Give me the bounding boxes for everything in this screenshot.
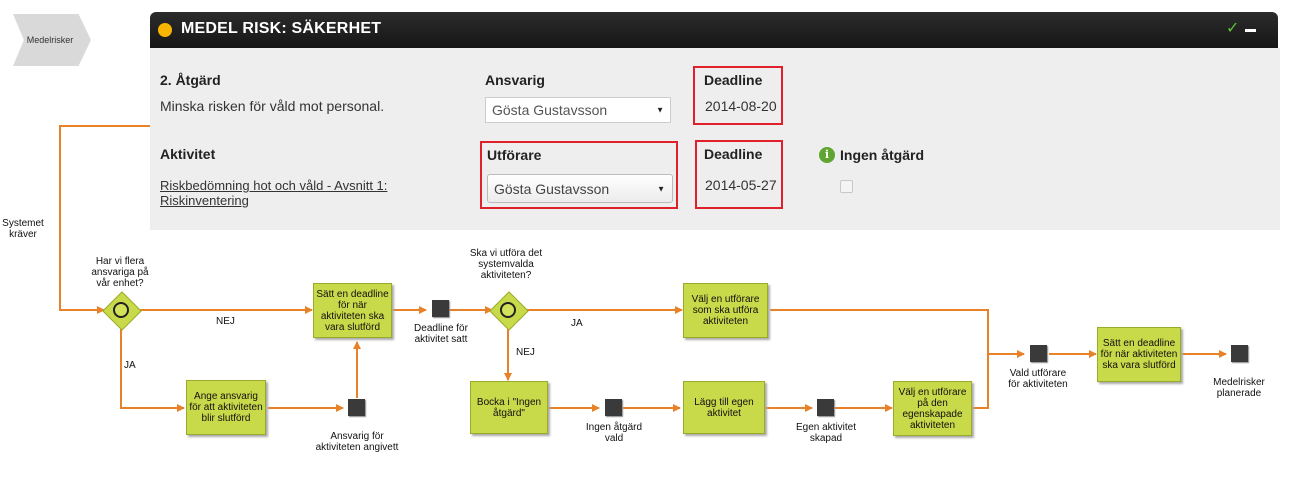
status-dot-icon	[158, 23, 172, 37]
panel-header	[150, 12, 1278, 48]
ansvarig-value: Gösta Gustavsson	[492, 102, 608, 118]
ingen-atgard-checkbox[interactable]	[840, 180, 853, 193]
label-line: vår enhet?	[96, 278, 144, 289]
task-lagg-till: Lägg till egen aktivitet	[683, 381, 765, 434]
event-deadline-satt	[432, 300, 449, 317]
label-line: aktiviteten?	[480, 270, 532, 281]
task-bocka-ingen: Bocka i "Ingen åtgärd"	[470, 381, 548, 434]
label-line: Har vi flera	[95, 256, 145, 267]
label-line: Deadline för	[414, 323, 468, 334]
event-egen-skapad	[817, 399, 834, 416]
label-line: Systemet	[2, 218, 44, 229]
atgard-label: 2. Åtgärd	[160, 72, 221, 88]
label-line: Medelrisker	[1213, 377, 1265, 388]
ja-label-1: JA	[124, 360, 136, 371]
task-set-deadline-1: Sätt en deadline för när aktiviteten ska…	[313, 283, 392, 338]
gateway-circle-icon	[113, 302, 129, 318]
dropdown-arrow-icon: ▼	[656, 105, 664, 115]
event-ingen-label: Ingen åtgärd vald	[578, 422, 650, 444]
aktivitet-link[interactable]: Riskbedömning hot och våld - Avsnitt 1: …	[160, 178, 387, 208]
task-set-deadline-2: Sätt en deadline för när aktiviteten ska…	[1097, 327, 1181, 382]
label-line: kräver	[9, 229, 37, 240]
event-vald-label: Vald utförare för aktiviteten	[1000, 368, 1076, 390]
label-line: Vald utförare	[1009, 368, 1067, 379]
gateway-1	[102, 291, 142, 331]
ingen-atgard-label: Ingen åtgärd	[840, 147, 925, 163]
atgard-text: Minska risken för våld mot personal.	[160, 98, 385, 114]
deadline-value-1[interactable]: 2014-08-20	[705, 98, 777, 114]
aktivitet-link-line2: Riskinventering	[160, 193, 249, 208]
label-line: aktiviteten angivett	[315, 442, 399, 453]
event-vald-utforare	[1030, 345, 1047, 362]
minus-icon[interactable]	[1245, 29, 1256, 32]
highlight-box-utforare	[480, 141, 678, 209]
event-ansvarig-angivett	[348, 399, 365, 416]
event-deadline-label: Deadline för aktivitet satt	[408, 323, 474, 345]
label-line: systemvalda	[478, 259, 534, 270]
utforare-select[interactable]: Gösta Gustavsson ▼	[487, 174, 673, 203]
nej-label-1: NEJ	[216, 316, 235, 327]
dropdown-arrow-icon: ▼	[657, 184, 665, 193]
highlight-box-deadline2	[695, 140, 783, 209]
event-end-label: Medelrisker planerade	[1203, 377, 1275, 399]
event-end	[1231, 345, 1248, 362]
gateway1-question: Har vi flera ansvariga på vår enhet?	[80, 256, 160, 289]
event-ingen-atgard	[605, 399, 622, 416]
ja-label-2: JA	[571, 318, 583, 329]
deadline-value-2[interactable]: 2014-05-27	[705, 177, 777, 193]
aktivitet-label: Aktivitet	[160, 146, 216, 162]
check-icon[interactable]: ✓	[1226, 20, 1240, 37]
label-line: planerade	[1216, 388, 1262, 399]
label-line: Ska vi utföra det	[469, 248, 543, 259]
deadline-label-1: Deadline	[704, 72, 763, 88]
chevron-label: Medelrisker	[26, 35, 74, 45]
task-valj-utforare-egen: Välj en utförare på den egenskapade akti…	[893, 381, 972, 436]
label-line: skapad	[809, 433, 843, 444]
event-ansvarig-label: Ansvarig för aktiviteten angivett	[305, 431, 409, 453]
ansvarig-select[interactable]: Gösta Gustavsson ▼	[485, 97, 671, 123]
label-line: för aktiviteten	[1008, 379, 1068, 390]
label-line: Ingen åtgärd	[585, 422, 643, 433]
label-line: aktivitet satt	[414, 334, 468, 345]
event-egen-label: Egen aktivitet skapad	[788, 422, 864, 444]
highlight-box-deadline1	[693, 66, 783, 125]
task-valj-utforare: Välj en utförare som ska utföra aktivite…	[683, 283, 768, 338]
label-line: Ansvarig för	[330, 431, 384, 442]
label-line: Egen aktivitet	[795, 422, 857, 433]
label-line: ansvariga på	[91, 267, 149, 278]
aktivitet-link-line1: Riskbedömning hot och våld - Avsnitt 1:	[160, 178, 388, 193]
ansvarig-label: Ansvarig	[485, 72, 545, 88]
info-icon: i	[819, 147, 835, 163]
gateway-circle-icon	[500, 302, 516, 318]
deadline-label-2: Deadline	[704, 146, 763, 162]
gateway-2	[489, 291, 529, 331]
utforare-label: Utförare	[487, 147, 542, 163]
task-ange-ansvarig: Ange ansvarig för att aktiviteten blir s…	[186, 380, 266, 435]
panel-body	[150, 48, 1280, 230]
utforare-value: Gösta Gustavsson	[494, 180, 610, 197]
panel-title: MEDEL RISK: SÄKERHET	[181, 20, 382, 37]
process-chevron: Medelrisker	[13, 14, 91, 66]
nej-label-2: NEJ	[516, 347, 535, 358]
gateway2-question: Ska vi utföra det systemvalda aktivitete…	[460, 248, 552, 281]
systemet-kraver-label: Systemet kräver	[0, 218, 46, 240]
label-line: vald	[604, 433, 624, 444]
